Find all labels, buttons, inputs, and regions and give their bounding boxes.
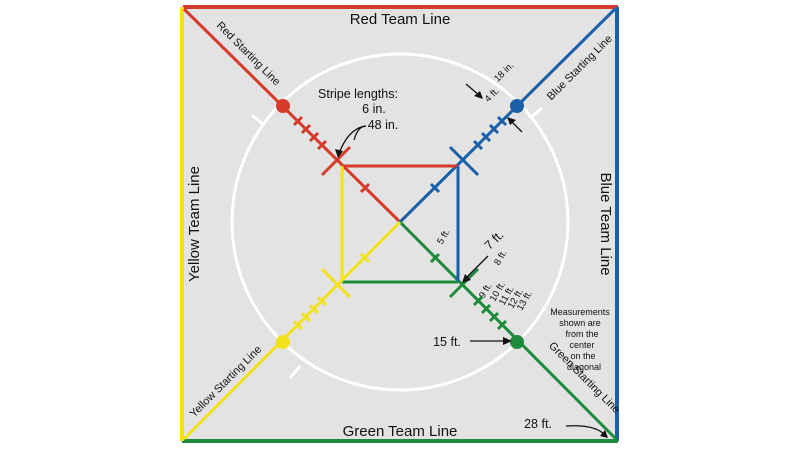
stripe-long-label: 48 in. [368,118,399,132]
blue-long-stripe [448,145,480,177]
note-line: shown are [559,318,601,328]
note-line: center [569,340,594,350]
red-long-stripe [320,145,352,177]
green-start-dot [510,335,524,349]
blue-team-label: Blue Team Line [597,172,614,275]
green-long-stripe [448,267,480,299]
note-line: on the [570,351,595,361]
yellow-start-dot [276,335,290,349]
circle-ticks [251,106,543,379]
ft-15-label: 15 ft. [433,335,461,349]
pointer-arrows [337,83,607,437]
ft-28-label: 28 ft. [524,417,552,431]
red-start-dot [276,99,290,113]
stripe-lengths-heading: Stripe lengths: [318,87,398,101]
note-line: Measurements [550,307,610,317]
measurement-note: Measurements shown are from the center o… [550,307,610,372]
yellow-short-stripes [292,252,371,331]
blue-short-stripes [429,115,508,194]
blue-start-dot [510,99,524,113]
red-diagonal [182,7,402,224]
stripe-short-label: 6 in. [362,102,386,116]
yellow-long-stripe [320,267,352,299]
yellow-team-label: Yellow Team Line [186,166,203,282]
green-team-label: Green Team Line [343,423,458,440]
arrow-heads [335,91,608,438]
red-short-stripes [292,115,371,194]
red-team-label: Red Team Line [350,11,451,28]
center-circle [230,52,570,392]
green-short-stripes [429,252,508,331]
blue-diagonal [398,7,617,224]
note-line: diagonal [567,362,601,372]
note-line: from the [565,329,598,339]
